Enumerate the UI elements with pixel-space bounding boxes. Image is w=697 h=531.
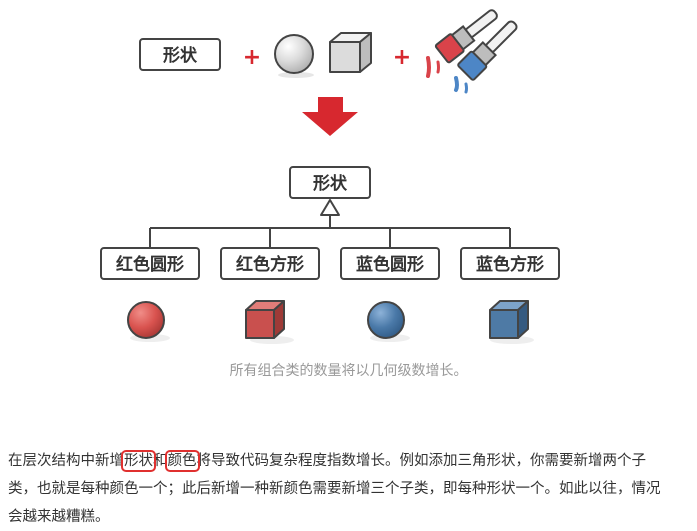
body-paragraph: 在层次结构中新增形状和颜色将导致代码复杂程度指数增长。例如添加三角形状，你需要新… <box>8 447 668 531</box>
plus-sign-2: + <box>393 45 411 70</box>
child-box-blue-circle: 蓝色圆形 <box>340 247 440 280</box>
gray-sphere-icon <box>274 34 314 78</box>
inheritance-connectors <box>149 215 511 248</box>
child-label: 红色方形 <box>236 254 304 275</box>
blue-sphere-icon <box>367 301 410 342</box>
child-box-red-circle: 红色圆形 <box>100 247 200 280</box>
down-arrow-icon <box>302 97 358 136</box>
highlight-shape: 形状 <box>121 449 156 472</box>
paragraph-text-2: 和 <box>153 452 168 469</box>
diagram-caption: 所有组合类的数量将以几何级数增长。 <box>229 363 468 379</box>
top-shape-box: 形状 <box>139 38 221 71</box>
plus-sign-1: + <box>243 45 261 70</box>
paragraph-text-1: 在层次结构中新增 <box>8 452 124 469</box>
gray-cube-icon <box>329 32 372 73</box>
composition-diagram: 形状 + + 形状 <box>100 9 560 344</box>
highlight-color: 颜色 <box>164 449 200 472</box>
child-label: 蓝色圆形 <box>356 254 424 275</box>
paragraph-text-3: 将导致代码复杂程度指数增长。例如添加三角形状，你需要新增两个子类，也就是每种颜色… <box>8 452 661 525</box>
child-label: 蓝色方形 <box>476 254 544 275</box>
parent-shape-label: 形状 <box>313 173 348 194</box>
red-cube-icon <box>245 300 294 344</box>
top-shape-label: 形状 <box>163 45 198 66</box>
parent-shape-box: 形状 <box>289 166 371 199</box>
child-box-blue-square: 蓝色方形 <box>460 247 560 280</box>
paintbrushes-icon <box>426 9 518 94</box>
inheritance-arrow-icon <box>320 199 340 216</box>
child-box-red-square: 红色方形 <box>220 247 320 280</box>
child-label: 红色圆形 <box>116 254 184 275</box>
blue-cube-icon <box>489 300 534 344</box>
red-sphere-icon <box>127 301 170 342</box>
